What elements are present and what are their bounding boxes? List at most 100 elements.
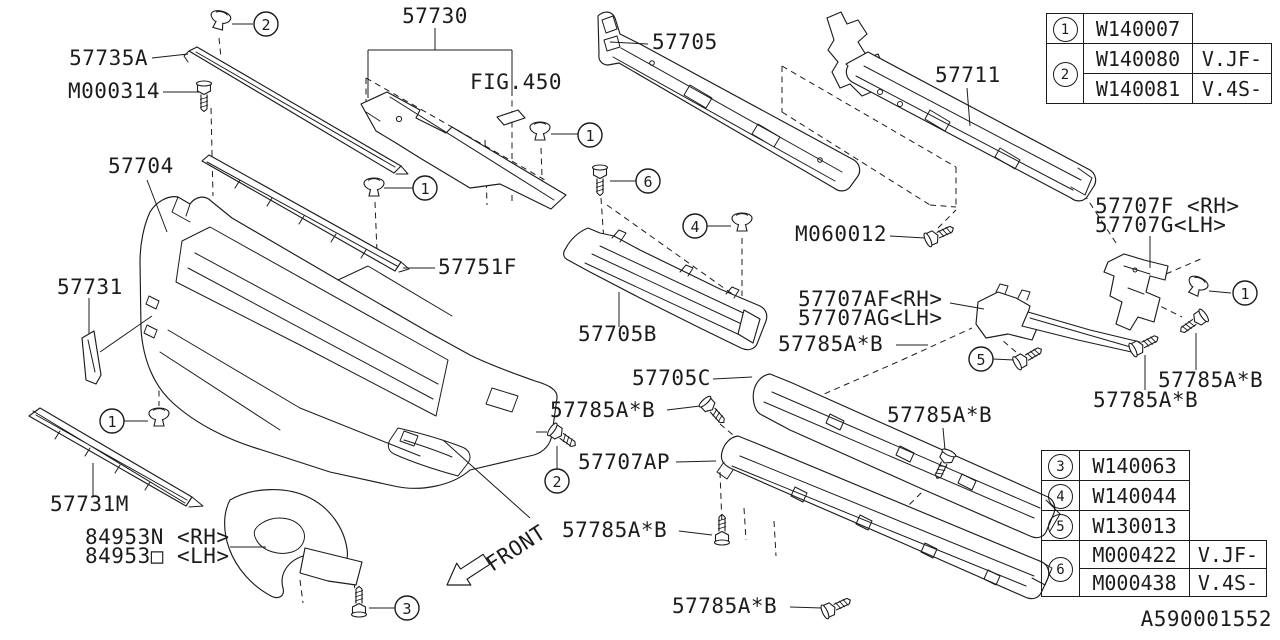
part-drawing-57707F-G [1103, 253, 1169, 331]
part-label-57735A: 57735A [69, 46, 148, 70]
front-arrow-icon [446, 553, 491, 586]
part-drawing-57704 [139, 196, 558, 489]
part-drawing-57705 [597, 11, 861, 192]
callout-6: 6 [635, 168, 661, 194]
part-label-57751F: 57751F [438, 255, 517, 279]
table-part-cell: W140007 [1083, 13, 1193, 44]
leader-line-layer [88, 23, 1232, 609]
table-callout-cell: 3 [1041, 450, 1080, 481]
hidden-leader-line [781, 65, 957, 168]
callout-2: 2 [253, 11, 279, 37]
part-label-57707AF-AG: 57707AF<RH>57707AG<LH> [798, 287, 943, 330]
svg-text:2: 2 [552, 473, 561, 491]
screw-icon [1010, 342, 1046, 372]
hidden-leader-line [929, 204, 957, 208]
part-drawing-57731M [28, 407, 204, 508]
part-drawing-57751F [201, 154, 410, 273]
leader-line [151, 53, 189, 59]
fig-450-flag [496, 109, 526, 126]
svg-text:1: 1 [585, 127, 594, 145]
svg-text:1: 1 [107, 413, 116, 431]
clip-icon [148, 407, 170, 427]
table-part-cell: M000438 [1079, 568, 1190, 597]
callout-3-badge: 3 [1048, 454, 1073, 480]
callout-1: 1 [577, 122, 603, 148]
callout-2-badge: 2 [1052, 62, 1078, 88]
hidden-leader-line [299, 579, 304, 604]
svg-text:3: 3 [402, 600, 411, 618]
clip-icon [731, 212, 753, 232]
part-label-57785A-6: 57785A*B [1093, 388, 1198, 412]
leader-line [889, 235, 926, 239]
table-part-cell: W140063 [1079, 450, 1190, 481]
hidden-leader-line [1165, 257, 1204, 275]
hidden-leader-line [719, 423, 747, 447]
leader-line [442, 439, 531, 519]
screw-icon [921, 220, 958, 249]
table-ghost-cell [1193, 14, 1272, 44]
table-part-cell: W140080 [1083, 43, 1193, 74]
hidden-leader-line [901, 327, 973, 361]
hidden-leader-line [1001, 339, 1017, 353]
hidden-leader-line [937, 209, 957, 229]
table-variant-cell: V.4S- [1189, 568, 1267, 597]
leader-line [949, 302, 985, 310]
screw-icon [1175, 307, 1211, 339]
leader-line [789, 606, 823, 609]
table-part-cell: W140044 [1079, 480, 1190, 511]
leader-line [99, 315, 153, 353]
part-drawing-57735A [183, 46, 409, 175]
hidden-leader-line [218, 37, 222, 59]
svg-text:6: 6 [643, 173, 652, 191]
part-label-57785A-1: 57785A*B [550, 398, 655, 422]
hidden-leader-line [365, 77, 546, 181]
clip-icon [1183, 273, 1211, 299]
callout-2: 2 [544, 468, 570, 494]
table-variant-cell: V.JF- [1189, 540, 1267, 569]
clip-icon [207, 8, 233, 32]
part-drawing-57707AF-AG [975, 283, 1141, 354]
part-label-front: FRONT [482, 520, 550, 576]
hidden-leader-line [606, 204, 739, 299]
part-label-57785A-4: 57785A*B [887, 403, 992, 427]
table-callout-cell: 5 [1041, 510, 1080, 541]
part-label-57707F-G: 57707F <RH>57707G<LH> [1095, 194, 1240, 237]
table-ghost-cell [1190, 511, 1267, 541]
callout-4-badge: 4 [1048, 484, 1073, 510]
callout-3: 3 [394, 595, 420, 621]
callout-5: 5 [968, 346, 994, 372]
callout-1: 1 [99, 408, 125, 434]
leader-line [146, 179, 168, 233]
screw-icon [697, 394, 730, 429]
part-label-57731M: 57731M [50, 492, 129, 516]
svg-text:1: 1 [420, 180, 429, 198]
part-drawing-57731 [81, 330, 102, 385]
screw-icon [591, 164, 609, 197]
callout-1: 1 [1232, 280, 1258, 306]
part-label-57704: 57704 [108, 154, 174, 178]
part-label-diagram-id: A590001552 [1141, 607, 1272, 631]
part-label-57731: 57731 [57, 275, 123, 299]
hidden-leader-line [210, 107, 214, 197]
part-label-57705B: 57705B [578, 322, 657, 346]
part-label-57707AP: 57707AP [578, 450, 670, 474]
clip-icon [529, 121, 551, 141]
screw-icon [350, 585, 368, 618]
screw-icon [1126, 330, 1162, 359]
screw-icon [545, 421, 581, 453]
table-ghost-cell [1190, 481, 1267, 511]
leader-line [992, 358, 1015, 361]
callout-4: 4 [682, 213, 708, 239]
part-label-57785A-7: 57785A*B [778, 332, 883, 356]
table-variant-cell: V.JF- [1192, 43, 1272, 74]
part-label-FIG-450: FIG.450 [470, 70, 562, 94]
table-callout-cell: 4 [1041, 480, 1080, 511]
callout-layer: 2 1 6 1 4 1 2 3 5 1 [99, 11, 1258, 621]
table-callout-cell: 6 [1041, 540, 1080, 597]
leader-line [609, 41, 649, 45]
part-label-84953: 84953N <RH>84953□ <LH> [85, 525, 230, 568]
leader-line [678, 530, 713, 536]
part-label-57705: 57705 [652, 30, 718, 54]
table-part-cell: M000422 [1079, 540, 1190, 569]
part-label-57785A-2: 57785A*B [562, 518, 667, 542]
